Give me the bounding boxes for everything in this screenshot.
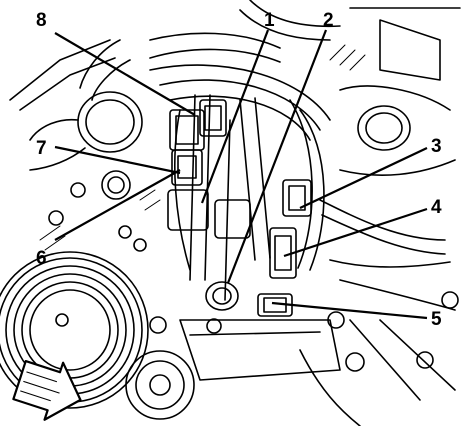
callout-5: 5 <box>431 309 442 330</box>
lower-brackets <box>48 170 459 381</box>
leader-line-2 <box>226 29 328 284</box>
lower-pulley <box>125 350 195 420</box>
callout-7: 7 <box>36 138 47 159</box>
connector-cluster-right <box>257 179 312 317</box>
leader-line-6 <box>54 169 181 241</box>
callout-4: 4 <box>431 197 442 218</box>
leader-line-5 <box>271 301 428 320</box>
leader-line-7 <box>54 145 181 175</box>
hatch-detail <box>39 44 366 251</box>
valve-cover <box>149 64 331 261</box>
callout-1: 1 <box>264 10 275 31</box>
callout-labels: 1 2 3 4 5 6 7 8 <box>36 10 442 330</box>
callout-2: 2 <box>323 10 334 31</box>
leader-line-3 <box>299 147 428 209</box>
upper-right-assembly <box>289 7 461 271</box>
callout-3: 3 <box>431 136 442 157</box>
leader-lines <box>54 29 428 320</box>
callout-6: 6 <box>36 248 47 269</box>
leader-line-4 <box>283 207 428 258</box>
leader-line-1 <box>200 29 270 204</box>
leader-line-8 <box>54 32 196 116</box>
front-direction-arrow-icon <box>12 359 82 421</box>
connector-cluster-left <box>167 99 251 239</box>
right-hoses <box>299 199 456 426</box>
air-intake <box>29 91 143 171</box>
callout-8: 8 <box>36 10 47 31</box>
upper-hoses <box>9 0 341 111</box>
sensor-body <box>205 281 239 311</box>
